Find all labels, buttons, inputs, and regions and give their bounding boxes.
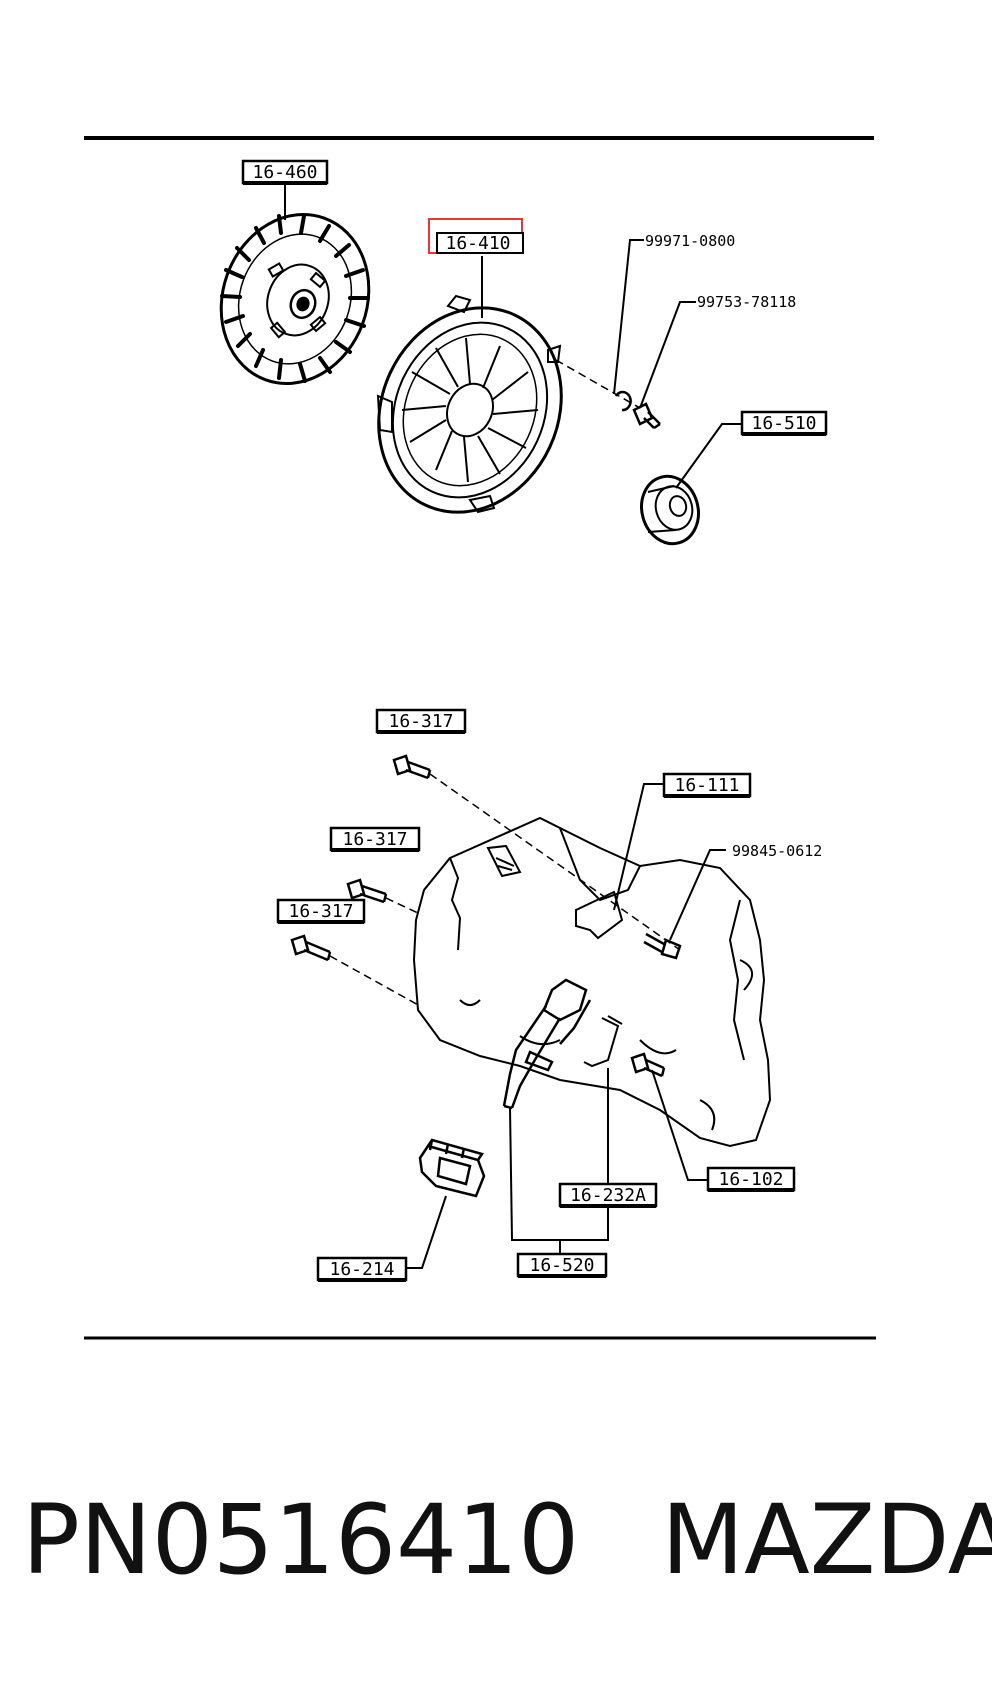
callout-16-460[interactable]: 16-460 xyxy=(241,159,329,185)
leader-lines-top xyxy=(284,182,742,489)
callout-16-520[interactable]: 16-520 xyxy=(516,1252,608,1278)
bolt-16-102 xyxy=(630,1052,666,1078)
callout-16-317-top[interactable]: 16-317 xyxy=(375,708,467,734)
callout-16-510[interactable]: 16-510 xyxy=(740,410,828,436)
callout-label: 16-317 xyxy=(342,829,407,850)
callout-label: 16-510 xyxy=(751,413,816,434)
brand-name: MAZDA xyxy=(661,1484,992,1596)
washer-illustration xyxy=(614,390,632,412)
clutch-disc-illustration xyxy=(219,213,371,385)
part-caption: PN0516410 MAZDA xyxy=(22,1480,992,1600)
callout-label: 16-317 xyxy=(288,901,353,922)
return-spring-illustration xyxy=(583,1015,623,1068)
callout-16-317-middle[interactable]: 16-317 xyxy=(329,826,421,852)
callout-label: 16-410 xyxy=(445,233,510,254)
bolt-illustration xyxy=(632,402,661,430)
bolt-16-317-bottom xyxy=(290,934,332,962)
callout-16-410-highlighted[interactable]: 16-410 xyxy=(428,218,524,254)
callout-label: 16-232A xyxy=(570,1185,646,1206)
callout-label: 16-111 xyxy=(674,775,739,796)
bolt-16-317-middle xyxy=(346,878,388,904)
callout-16-102[interactable]: 16-102 xyxy=(706,1166,796,1192)
callout-99753-78118[interactable]: 99753-78118 xyxy=(697,293,796,311)
callout-label: 16-317 xyxy=(388,711,453,732)
release-bearing-illustration xyxy=(640,474,700,546)
callout-16-111[interactable]: 16-111 xyxy=(662,772,752,798)
callout-16-232A[interactable]: 16-232A xyxy=(558,1182,658,1208)
callout-label: 16-102 xyxy=(718,1169,783,1190)
callout-label: 16-520 xyxy=(529,1255,594,1276)
release-fork-illustration xyxy=(502,978,592,1110)
callout-16-214[interactable]: 16-214 xyxy=(316,1256,408,1282)
clutch-cover-illustration xyxy=(376,294,563,514)
callout-16-317-bottom[interactable]: 16-317 xyxy=(276,898,366,924)
transmission-housing-illustration xyxy=(412,816,772,1148)
bolt-99845-0612 xyxy=(643,932,682,960)
bolt-dashed-line-top xyxy=(555,359,641,409)
callout-label: 16-214 xyxy=(329,1259,394,1280)
callout-label: 16-460 xyxy=(252,162,317,183)
bolt-16-317-top xyxy=(392,754,432,780)
callout-99971-0800[interactable]: 99971-0800 xyxy=(645,232,735,250)
boot-illustration xyxy=(418,1138,486,1198)
part-number: PN0516410 xyxy=(22,1484,580,1596)
bolt-dashed-lines-bottom xyxy=(329,773,681,1007)
callout-99845-0612[interactable]: 99845-0612 xyxy=(732,842,822,860)
leader-lines-bottom xyxy=(406,783,726,1269)
